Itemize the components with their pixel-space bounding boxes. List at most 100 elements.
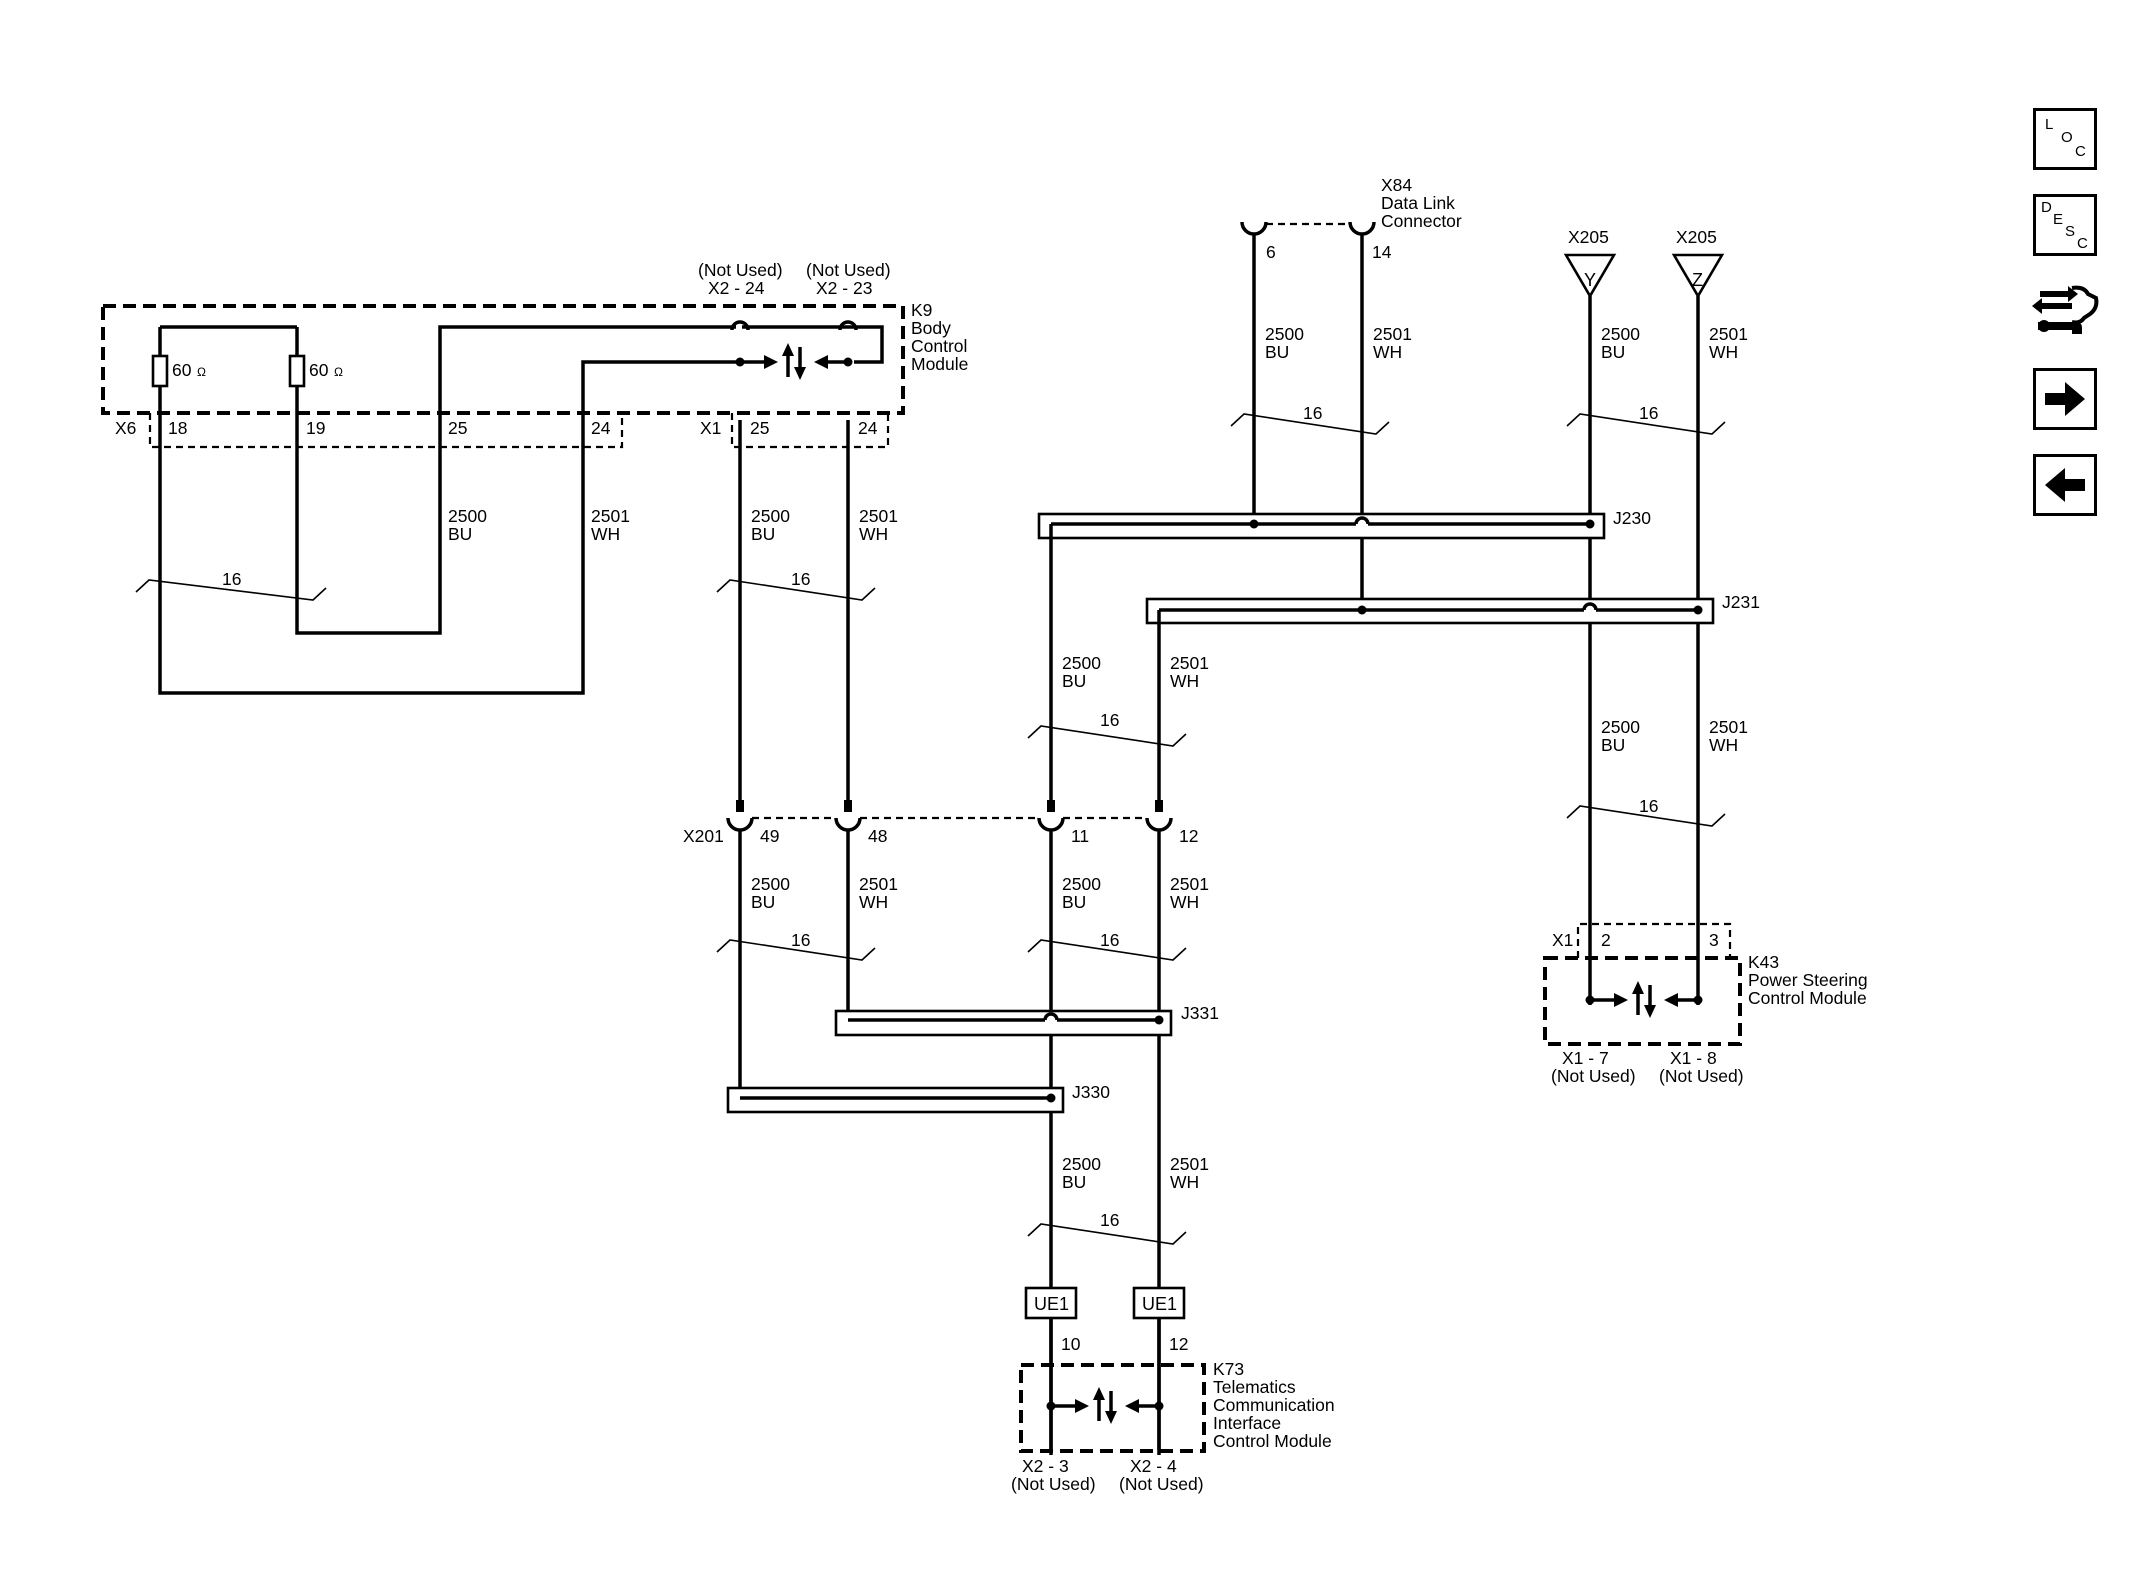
wire-label: BU bbox=[1062, 892, 1086, 912]
x84-ref: X84 bbox=[1381, 175, 1412, 195]
k9-term-a-pin: X2 - 24 bbox=[708, 278, 765, 298]
k9-term-b-pin: X2 - 23 bbox=[816, 278, 872, 298]
resistor-2-value: 60 bbox=[309, 360, 329, 380]
tri-y: Y bbox=[1584, 270, 1596, 290]
wire-label: 2500 bbox=[1265, 324, 1304, 344]
k9-name-1: Body bbox=[911, 318, 951, 338]
j230-label: J230 bbox=[1613, 508, 1651, 528]
x6-label: X6 bbox=[115, 418, 136, 438]
k73-ref: K73 bbox=[1213, 1359, 1244, 1379]
arrow-right-icon bbox=[2033, 368, 2097, 430]
wire-label: WH bbox=[1709, 735, 1738, 755]
wire-label: 2501 bbox=[859, 874, 898, 894]
connector-swap-icon bbox=[2032, 285, 2099, 334]
k9-term-b-status: (Not Used) bbox=[806, 260, 891, 280]
wire-gauge: 16 bbox=[1639, 796, 1658, 816]
loc-letter-2: O bbox=[2061, 129, 2073, 146]
x201-pin-49: 49 bbox=[760, 826, 779, 846]
wire-label: WH bbox=[859, 892, 888, 912]
x201-pin-12: 12 bbox=[1179, 826, 1198, 846]
wire-label: 2501 bbox=[1170, 1154, 1209, 1174]
wire-label: BU bbox=[1601, 342, 1625, 362]
k73-term-a-pin: X2 - 3 bbox=[1022, 1456, 1069, 1476]
k9-term-a-status: (Not Used) bbox=[698, 260, 783, 280]
wire-label: 2500 bbox=[1062, 1154, 1101, 1174]
loc-icon: L O C bbox=[2033, 108, 2097, 170]
desc-letter-1: D bbox=[2041, 199, 2052, 216]
j331-label: J331 bbox=[1181, 1003, 1219, 1023]
connector-swap-button[interactable] bbox=[2028, 278, 2102, 340]
wire-label: 2500 bbox=[751, 506, 790, 526]
wire-gauge: 16 bbox=[791, 930, 810, 950]
j231-splice: J231 bbox=[1145, 592, 1760, 806]
j331-splice: J331 bbox=[834, 1003, 1219, 1037]
wire-label: BU bbox=[751, 892, 775, 912]
x84-name-1: Data Link bbox=[1381, 193, 1455, 213]
k73-term-a-status: (Not Used) bbox=[1011, 1474, 1096, 1494]
tri-z: Z bbox=[1692, 270, 1703, 290]
wire-label: WH bbox=[1373, 342, 1402, 362]
desc-letter-2: E bbox=[2053, 211, 2063, 228]
x1-label: X1 bbox=[700, 418, 721, 438]
x201-pin-48: 48 bbox=[868, 826, 887, 846]
wire-gauge: 16 bbox=[222, 569, 241, 589]
wire-label: 2501 bbox=[1373, 324, 1412, 344]
wire-label: 2500 bbox=[1062, 874, 1101, 894]
wire-label: BU bbox=[1062, 1172, 1086, 1192]
wire-label: 2501 bbox=[1709, 717, 1748, 737]
wire-label: BU bbox=[751, 524, 775, 544]
k43-power-steering-module: X1 2 3 K43 Power Steering Control Module… bbox=[1543, 922, 1868, 1086]
resistor-2 bbox=[288, 354, 306, 388]
resistor-1-unit: Ω bbox=[197, 365, 206, 379]
j231-label: J231 bbox=[1722, 592, 1760, 612]
splice-to-x201-wiring: 2500 BU 2501 WH 16 2500 BU 2501 WH 16 bbox=[1027, 653, 1748, 827]
k9-name-2: Control bbox=[911, 336, 967, 356]
wire-label: BU bbox=[1062, 671, 1086, 691]
x84-name-2: Connector bbox=[1381, 211, 1462, 231]
x6-pin-24: 24 bbox=[591, 418, 611, 438]
wire-gauge: 16 bbox=[791, 569, 810, 589]
k9-body-control-module: K9 Body Control Module 60 Ω 60 Ω (Not Us… bbox=[101, 260, 968, 449]
wire-label: WH bbox=[1170, 1172, 1199, 1192]
x84-pin-6: 6 bbox=[1266, 242, 1276, 262]
x6-pin-25: 25 bbox=[448, 418, 467, 438]
x205-y-label: X205 bbox=[1568, 227, 1609, 247]
desc-button[interactable]: D E S C bbox=[2033, 194, 2097, 256]
k73-name-4: Control Module bbox=[1213, 1431, 1332, 1451]
k43-term-b-pin: X1 - 8 bbox=[1670, 1048, 1717, 1068]
x201-to-splices-wiring: 2500 BU 2501 WH 2500 BU 2501 WH 16 16 bbox=[716, 830, 1209, 1455]
ue1-b-label: UE1 bbox=[1142, 1294, 1177, 1314]
x6-pin-19: 19 bbox=[306, 418, 325, 438]
ue1-a-label: UE1 bbox=[1034, 1294, 1069, 1314]
x201-inline-connector: X201 49 48 11 12 bbox=[683, 800, 1198, 846]
wire-gauge: 16 bbox=[1303, 403, 1322, 423]
triangle-connector-y bbox=[1563, 253, 1617, 299]
x84-pin-14: 14 bbox=[1372, 242, 1392, 262]
k43-name-1: Power Steering bbox=[1748, 970, 1868, 990]
triangle-connector-z bbox=[1671, 253, 1725, 299]
j230-splice: J230 bbox=[1037, 508, 1651, 806]
wire-label: 2501 bbox=[591, 506, 630, 526]
j330-label: J330 bbox=[1072, 1082, 1110, 1102]
wire-label: 2500 bbox=[1601, 324, 1640, 344]
k43-term-b-status: (Not Used) bbox=[1659, 1066, 1744, 1086]
x201-pin-11: 11 bbox=[1071, 826, 1089, 846]
wire-gauge: 16 bbox=[1639, 403, 1658, 423]
k43-ref: K43 bbox=[1748, 952, 1779, 972]
wire-label: WH bbox=[859, 524, 888, 544]
desc-letter-3: S bbox=[2065, 223, 2075, 240]
loc-letter-3: C bbox=[2075, 143, 2086, 160]
j330-splice: J330 bbox=[726, 1082, 1110, 1114]
k9-name-3: Module bbox=[911, 354, 968, 374]
x84-data-link-connector: X84 Data Link Connector 6 14 2500 BU 250… bbox=[1230, 175, 1462, 610]
wire-label: 2501 bbox=[1709, 324, 1748, 344]
loc-button[interactable]: L O C bbox=[2033, 108, 2097, 170]
wire-label: 2500 bbox=[751, 874, 790, 894]
resistor-1 bbox=[151, 354, 169, 388]
previous-button[interactable] bbox=[2033, 454, 2097, 516]
k9-to-x201-wiring: 2500 BU 2501 WH 16 bbox=[716, 320, 898, 806]
next-button[interactable] bbox=[2033, 368, 2097, 430]
x205-connectors: X205 X205 Y Z 2500 BU 2501 WH 16 bbox=[1563, 227, 1748, 1005]
wire-label: 2500 bbox=[1601, 717, 1640, 737]
wire-label: WH bbox=[1170, 671, 1199, 691]
